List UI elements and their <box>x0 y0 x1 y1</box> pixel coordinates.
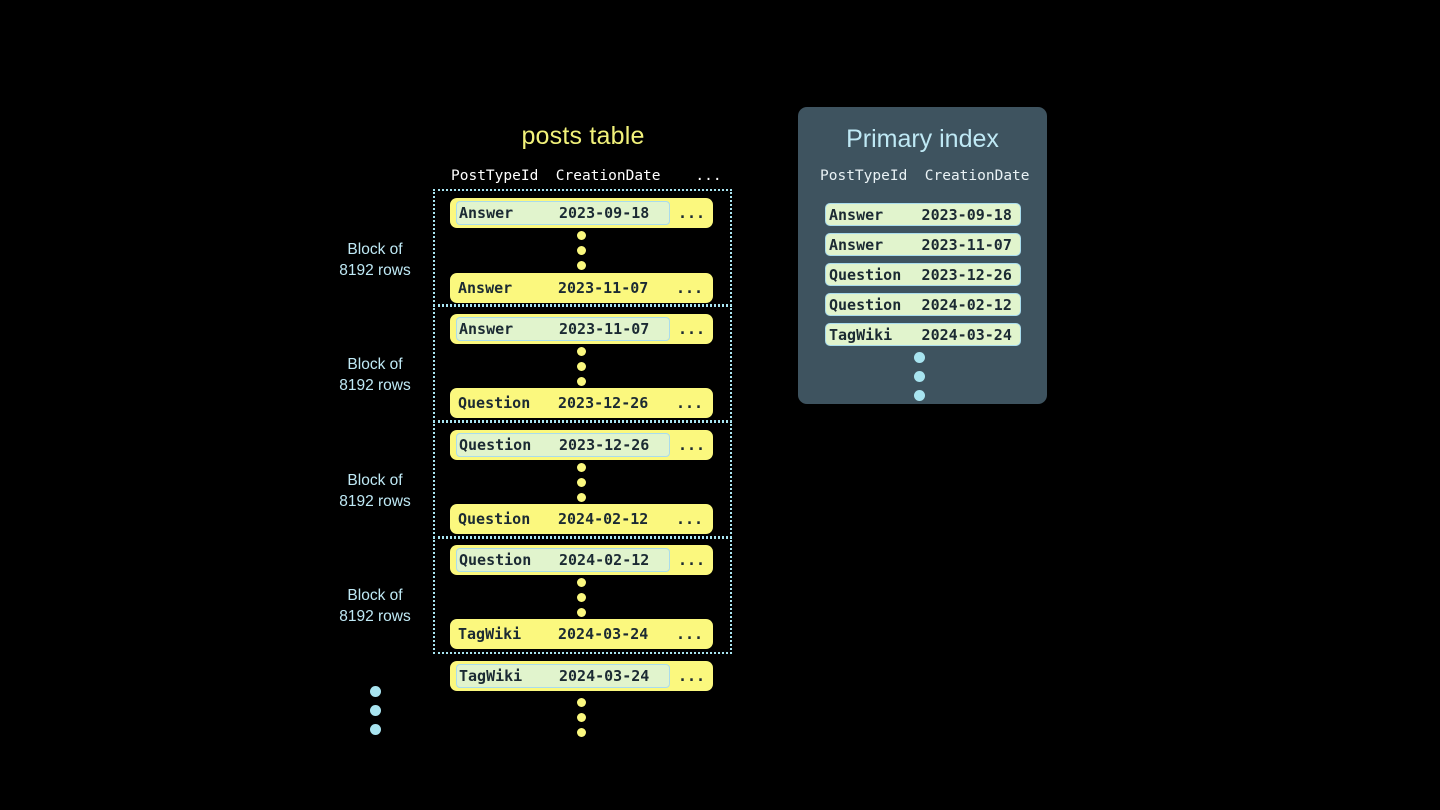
block-4-label-line2: 8192 rows <box>339 608 411 625</box>
posts-row-b1-first-date: 2023-09-18 <box>559 204 650 222</box>
block-3-label: Block of 8192 rows <box>300 470 450 512</box>
index-row-2[interactable]: Answer 2023-11-07 <box>825 233 1021 256</box>
index-row-2-date: 2023-11-07 <box>921 235 1012 254</box>
block-4-label: Block of 8192 rows <box>300 585 450 627</box>
posts-row-b3-first-type: Question <box>459 436 532 454</box>
posts-block-1-vertical-dots <box>577 231 586 270</box>
posts-row-b4-last-cells: TagWiki 2024-03-24 <box>456 622 668 646</box>
posts-row-b1-first-cells: Answer 2023-09-18 <box>456 201 670 225</box>
index-row-5-type: TagWiki <box>829 325 893 344</box>
posts-row-b4-first-date: 2024-02-12 <box>559 551 650 569</box>
posts-row-b4-last-date: 2024-03-24 <box>558 625 649 643</box>
posts-table-column-headers: PostTypeId CreationDate ... <box>451 168 722 184</box>
posts-row-b3-first-cells: Question 2023-12-26 <box>456 433 670 457</box>
index-row-4-type: Question <box>829 295 902 314</box>
posts-row-b2-last-more: ... <box>676 394 704 412</box>
index-row-1-type: Answer <box>829 205 884 224</box>
posts-row-b2-last-cells: Question 2023-12-26 <box>456 391 668 415</box>
posts-table-title: posts table <box>521 122 645 150</box>
posts-row-b2-first[interactable]: Answer 2023-11-07 ... <box>450 314 713 344</box>
posts-row-b3-first[interactable]: Question 2023-12-26 ... <box>450 430 713 460</box>
index-row-3[interactable]: Question 2023-12-26 <box>825 263 1021 286</box>
index-row-4[interactable]: Question 2024-02-12 <box>825 293 1021 316</box>
posts-block-3-vertical-dots <box>577 463 586 502</box>
posts-row-trailing-type: TagWiki <box>459 667 523 685</box>
block-4 <box>433 537 732 654</box>
index-row-4-date: 2024-02-12 <box>921 295 1012 314</box>
primary-index-continuation-dots <box>914 352 925 401</box>
index-row-2-type: Answer <box>829 235 884 254</box>
posts-row-b2-last-date: 2023-12-26 <box>558 394 649 412</box>
index-row-5-date: 2024-03-24 <box>921 325 1012 344</box>
posts-row-b3-last-cells: Question 2024-02-12 <box>456 507 668 531</box>
posts-row-b3-last-date: 2024-02-12 <box>558 510 649 528</box>
posts-row-b4-first-type: Question <box>459 551 532 569</box>
posts-row-b4-last[interactable]: TagWiki 2024-03-24 ... <box>450 619 713 649</box>
primary-index-column-headers: PostTypeId CreationDate <box>820 168 1030 184</box>
posts-row-trailing-more: ... <box>678 667 706 685</box>
block-3-label-line2: 8192 rows <box>339 493 411 510</box>
posts-block-2-vertical-dots <box>577 347 586 386</box>
index-row-1-date: 2023-09-18 <box>921 205 1012 224</box>
posts-row-b1-first-more: ... <box>678 204 706 222</box>
primary-index-title: Primary index <box>846 125 999 153</box>
posts-row-b1-last-more: ... <box>676 279 704 297</box>
posts-row-b3-first-date: 2023-12-26 <box>559 436 650 454</box>
posts-row-b2-first-type: Answer <box>459 320 514 338</box>
blocks-continuation-dots <box>370 686 381 735</box>
posts-row-b3-last-type: Question <box>458 510 531 528</box>
index-row-3-date: 2023-12-26 <box>921 265 1012 284</box>
posts-row-b3-first-more: ... <box>678 436 706 454</box>
posts-row-trailing[interactable]: TagWiki 2024-03-24 ... <box>450 661 713 691</box>
posts-row-b4-last-more: ... <box>676 625 704 643</box>
posts-table-continuation-dots <box>577 698 586 737</box>
block-1-label: Block of 8192 rows <box>300 239 450 281</box>
posts-row-b1-last-type: Answer <box>458 279 513 297</box>
posts-row-trailing-date: 2024-03-24 <box>559 667 650 685</box>
block-1-label-line1: Block of <box>347 241 403 258</box>
index-row-3-type: Question <box>829 265 902 284</box>
posts-row-b4-first-more: ... <box>678 551 706 569</box>
block-1-label-line2: 8192 rows <box>339 262 411 279</box>
posts-row-b2-first-cells: Answer 2023-11-07 <box>456 317 670 341</box>
posts-row-b2-first-more: ... <box>678 320 706 338</box>
posts-row-b3-last[interactable]: Question 2024-02-12 ... <box>450 504 713 534</box>
posts-row-b2-first-date: 2023-11-07 <box>559 320 650 338</box>
posts-row-trailing-cells: TagWiki 2024-03-24 <box>456 664 670 688</box>
posts-row-b1-last-cells: Answer 2023-11-07 <box>456 276 668 300</box>
posts-row-b1-first[interactable]: Answer 2023-09-18 ... <box>450 198 713 228</box>
block-2-label: Block of 8192 rows <box>300 354 450 396</box>
block-3-label-line1: Block of <box>347 472 403 489</box>
block-2-label-line1: Block of <box>347 356 403 373</box>
posts-row-b4-last-type: TagWiki <box>458 625 522 643</box>
posts-row-b2-last[interactable]: Question 2023-12-26 ... <box>450 388 713 418</box>
posts-row-b1-first-type: Answer <box>459 204 514 222</box>
posts-row-b2-last-type: Question <box>458 394 531 412</box>
posts-row-b4-first-cells: Question 2024-02-12 <box>456 548 670 572</box>
index-row-1[interactable]: Answer 2023-09-18 <box>825 203 1021 226</box>
posts-row-b3-last-more: ... <box>676 510 704 528</box>
posts-row-b1-last[interactable]: Answer 2023-11-07 ... <box>450 273 713 303</box>
posts-row-b4-first[interactable]: Question 2024-02-12 ... <box>450 545 713 575</box>
index-row-5[interactable]: TagWiki 2024-03-24 <box>825 323 1021 346</box>
block-2-label-line2: 8192 rows <box>339 377 411 394</box>
posts-row-b1-last-date: 2023-11-07 <box>558 279 649 297</box>
posts-block-4-vertical-dots <box>577 578 586 617</box>
block-4-label-line1: Block of <box>347 587 403 604</box>
